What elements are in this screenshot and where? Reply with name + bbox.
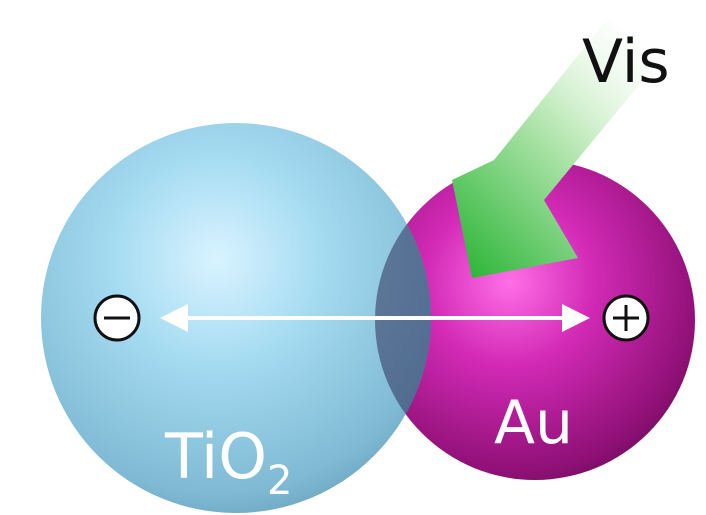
vis-light-arrow bbox=[452, 18, 658, 278]
au-label: Au bbox=[494, 388, 573, 458]
vis-label: Vis bbox=[582, 27, 670, 97]
charge-transfer-arrow bbox=[160, 304, 590, 332]
minus-icon bbox=[93, 294, 141, 342]
tio2-label: TiO2 bbox=[164, 420, 292, 504]
plus-icon bbox=[602, 294, 650, 342]
